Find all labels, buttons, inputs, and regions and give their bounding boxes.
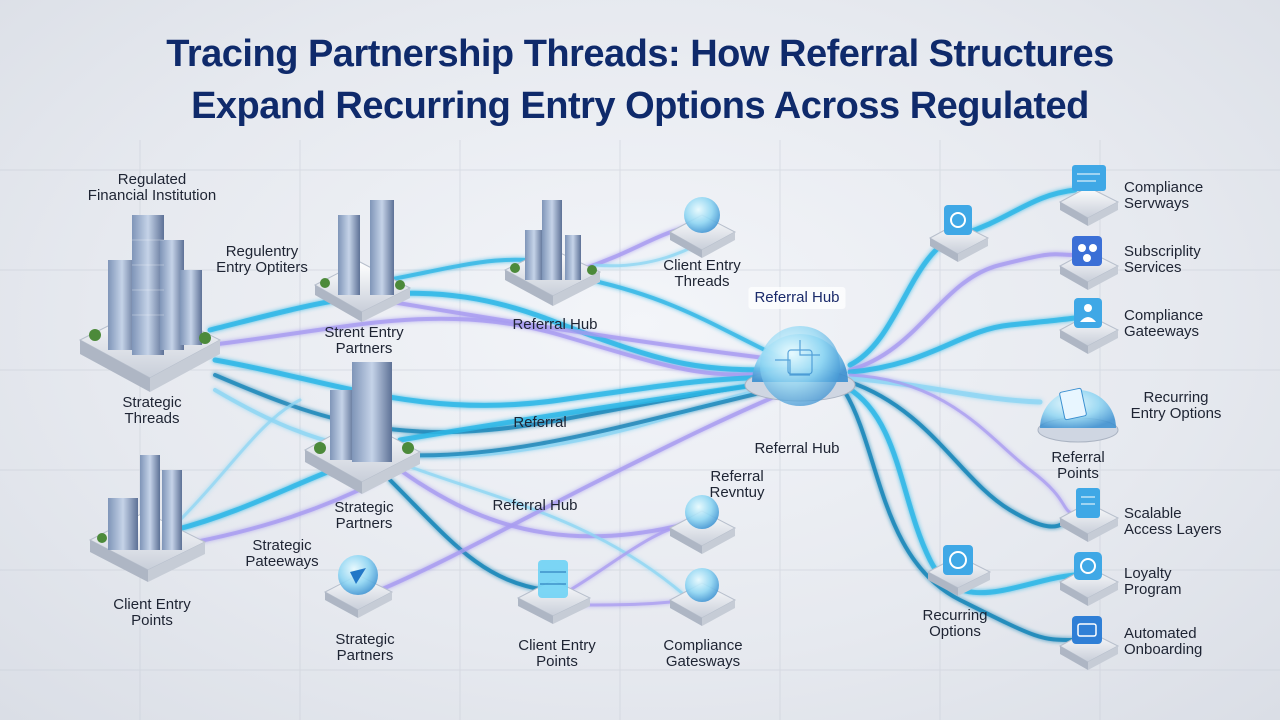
- right-label-subscriplity-services: Subscriplity Services: [1124, 243, 1201, 276]
- diagram-title: Tracing Partnership Threads: How Referra…: [0, 28, 1280, 132]
- document-icon: [1058, 488, 1120, 542]
- label-referral-points: Referral Points: [1051, 449, 1105, 482]
- label-regulated-financial-institution-text: Regulated Financial Institution: [87, 171, 217, 204]
- label-referral-hub-top: Referral Hub: [512, 316, 598, 333]
- label-referral-revntuy: Referral Revntuy: [709, 468, 765, 501]
- people-icon: [1058, 236, 1120, 290]
- label-regulentry-entry-optiters: Regulentry Entry Optiters: [216, 243, 308, 276]
- onboarding-icon: [1058, 616, 1120, 670]
- referral-revntuy-node: [668, 495, 737, 554]
- user-shield-icon: [1058, 298, 1120, 354]
- title-line-1: Tracing Partnership Threads: How Referra…: [166, 33, 1114, 75]
- label-strategic-pateeways: Strategic Pateeways: [245, 537, 319, 570]
- label-client-entry-threads: Client Entry Threads: [663, 257, 741, 290]
- label-referral-mid: Referral: [513, 414, 567, 431]
- right-label-loyalty-program: Loyalty Program: [1124, 565, 1182, 598]
- label-referral-hub-tag: Referral Hub: [748, 287, 846, 309]
- right-label-compliance-servways: Compliance Servways: [1124, 179, 1204, 212]
- title-line-2: Expand Recurring Entry Options Across Re…: [191, 85, 1089, 127]
- monitor-icon: [1058, 165, 1120, 226]
- right-label-recurring-entry-options: Recurring Entry Options: [1130, 389, 1222, 422]
- label-recurring-options: Recurring Options: [922, 607, 988, 640]
- label-strategic-threads: Strategic Threads: [122, 394, 182, 427]
- label-regulated-financial-institution: Regulated Financial Institution: [88, 172, 216, 204]
- label-strent-entry-partners: Strent Entry Partners: [324, 324, 404, 357]
- referral-hub-central-node: [744, 326, 856, 406]
- monitor-junction-node: [928, 205, 990, 262]
- client-entry-points-left-node: [88, 455, 207, 582]
- recurring-options-node: [926, 545, 992, 596]
- strategic-partners-lower-node: [323, 555, 394, 618]
- label-referral-hub-low: Referral Hub: [492, 497, 578, 514]
- referral-hub-top-node: [503, 200, 602, 306]
- label-strategic-partners-lower: Strategic Partners: [335, 631, 395, 664]
- strategic-partners-center-node: [303, 362, 422, 494]
- regulated-financial-institution-node: [78, 215, 222, 392]
- loyalty-icon: [1058, 552, 1120, 606]
- strent-entry-partners-node: [313, 200, 412, 322]
- right-label-compliance-gateeways: Compliance Gateeways: [1124, 307, 1204, 340]
- dome-icon: [1037, 387, 1119, 443]
- client-entry-points-lower-node: [516, 560, 592, 624]
- label-compliance-gatesways: Compliance Gatesways: [663, 637, 743, 670]
- label-referral-hub-center: Referral Hub: [754, 440, 840, 457]
- label-client-entry-points-lower: Client Entry Points: [518, 637, 596, 670]
- label-strategic-partners-mid: Strategic Partners: [334, 499, 394, 532]
- compliance-gatesways-node: [668, 568, 737, 626]
- right-label-scalable-access-layers: Scalable Access Layers: [1124, 505, 1222, 538]
- client-entry-threads-node: [668, 197, 737, 258]
- right-label-automated-onboarding: Automated Onboarding: [1124, 625, 1203, 658]
- label-client-entry-points-left: Client Entry Points: [113, 596, 191, 629]
- right-icons: [1037, 165, 1120, 670]
